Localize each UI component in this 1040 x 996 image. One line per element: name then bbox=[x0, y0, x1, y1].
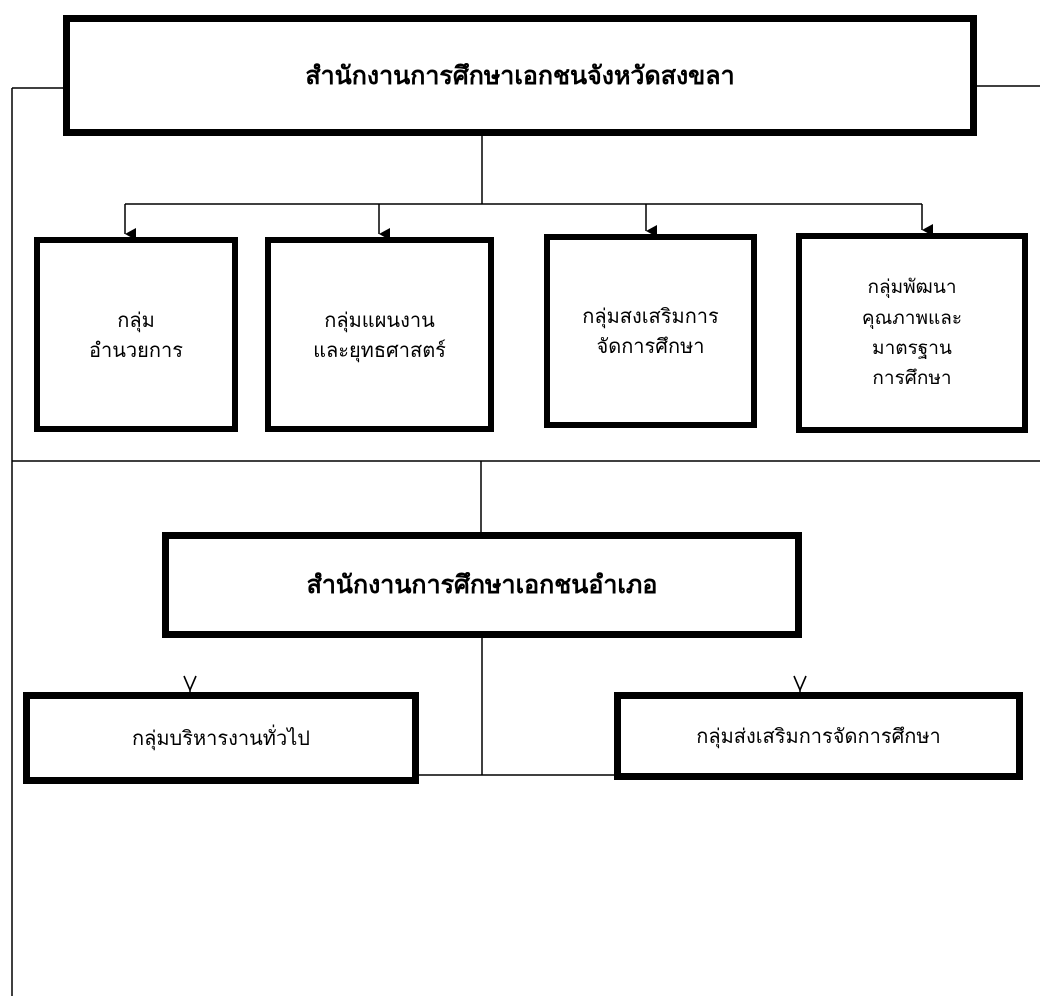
province-office-box: สำนักงานการศึกษาเอกชนจังหวัดสงขลา bbox=[63, 15, 977, 136]
group-box-education-promotion: กลุ่มสงเสริมการ จัดการศึกษา bbox=[544, 234, 757, 428]
group-box-quality-standards: กลุ่มพัฒนา คุณภาพและ มาตรฐาน การศึกษา bbox=[796, 233, 1028, 433]
arrow-to-district-group-2-head bbox=[793, 675, 807, 693]
group-label-education-promotion: กลุ่มสงเสริมการ จัดการศึกษา bbox=[582, 304, 719, 358]
district-office-box: สำนักงานการศึกษาเอกชนอำเภอ bbox=[162, 532, 802, 638]
province-office-label: สำนักงานการศึกษาเอกชนจังหวัดสงขลา bbox=[305, 60, 735, 90]
arrow-to-district-group-1-head bbox=[183, 675, 197, 693]
group-box-planning: กลุ่มแผนงาน และยุทธศาสตร์ bbox=[265, 237, 494, 432]
district-office-label: สำนักงานการศึกษาเอกชนอำเภอ bbox=[306, 570, 658, 600]
group-label-planning: กลุ่มแผนงาน และยุทธศาสตร์ bbox=[313, 307, 446, 362]
group-label-administration: กลุ่ม อำนวยการ bbox=[89, 307, 183, 362]
district-group-label-education-promotion: กลุ่มส่งเสริมการจัดการศึกษา bbox=[696, 724, 941, 748]
group-box-administration: กลุ่ม อำนวยการ bbox=[34, 237, 238, 432]
district-group-label-general-admin: กลุ่มบริหารงานทั่วไป bbox=[132, 726, 310, 750]
district-group-box-education-promotion: กลุ่มส่งเสริมการจัดการศึกษา bbox=[614, 692, 1023, 780]
district-group-box-general-admin: กลุ่มบริหารงานทั่วไป bbox=[23, 692, 419, 784]
group-label-quality-standards: กลุ่มพัฒนา คุณภาพและ มาตรฐาน การศึกษา bbox=[861, 276, 963, 390]
